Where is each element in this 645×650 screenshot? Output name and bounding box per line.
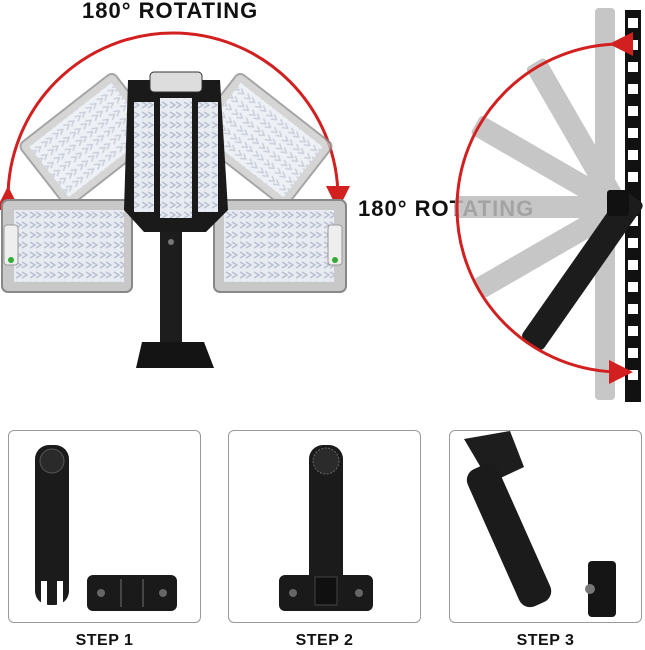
rotating-solar-light-icon [0, 31, 350, 368]
bracket-assembled-icon [279, 445, 373, 611]
mount-arm-rotation-icon [455, 8, 643, 402]
step-3-label: STEP 3 [516, 632, 575, 649]
step-2-label: STEP 2 [295, 632, 354, 649]
step-1-panel [8, 430, 201, 623]
step-2-panel [228, 430, 421, 623]
bracket-parts-icon [35, 445, 177, 611]
bracket-mounted-icon [464, 431, 616, 617]
step-1-label: STEP 1 [75, 632, 134, 649]
left-rotation-caption: 180° ROTATING [82, 0, 259, 23]
step-3-panel [449, 430, 642, 623]
